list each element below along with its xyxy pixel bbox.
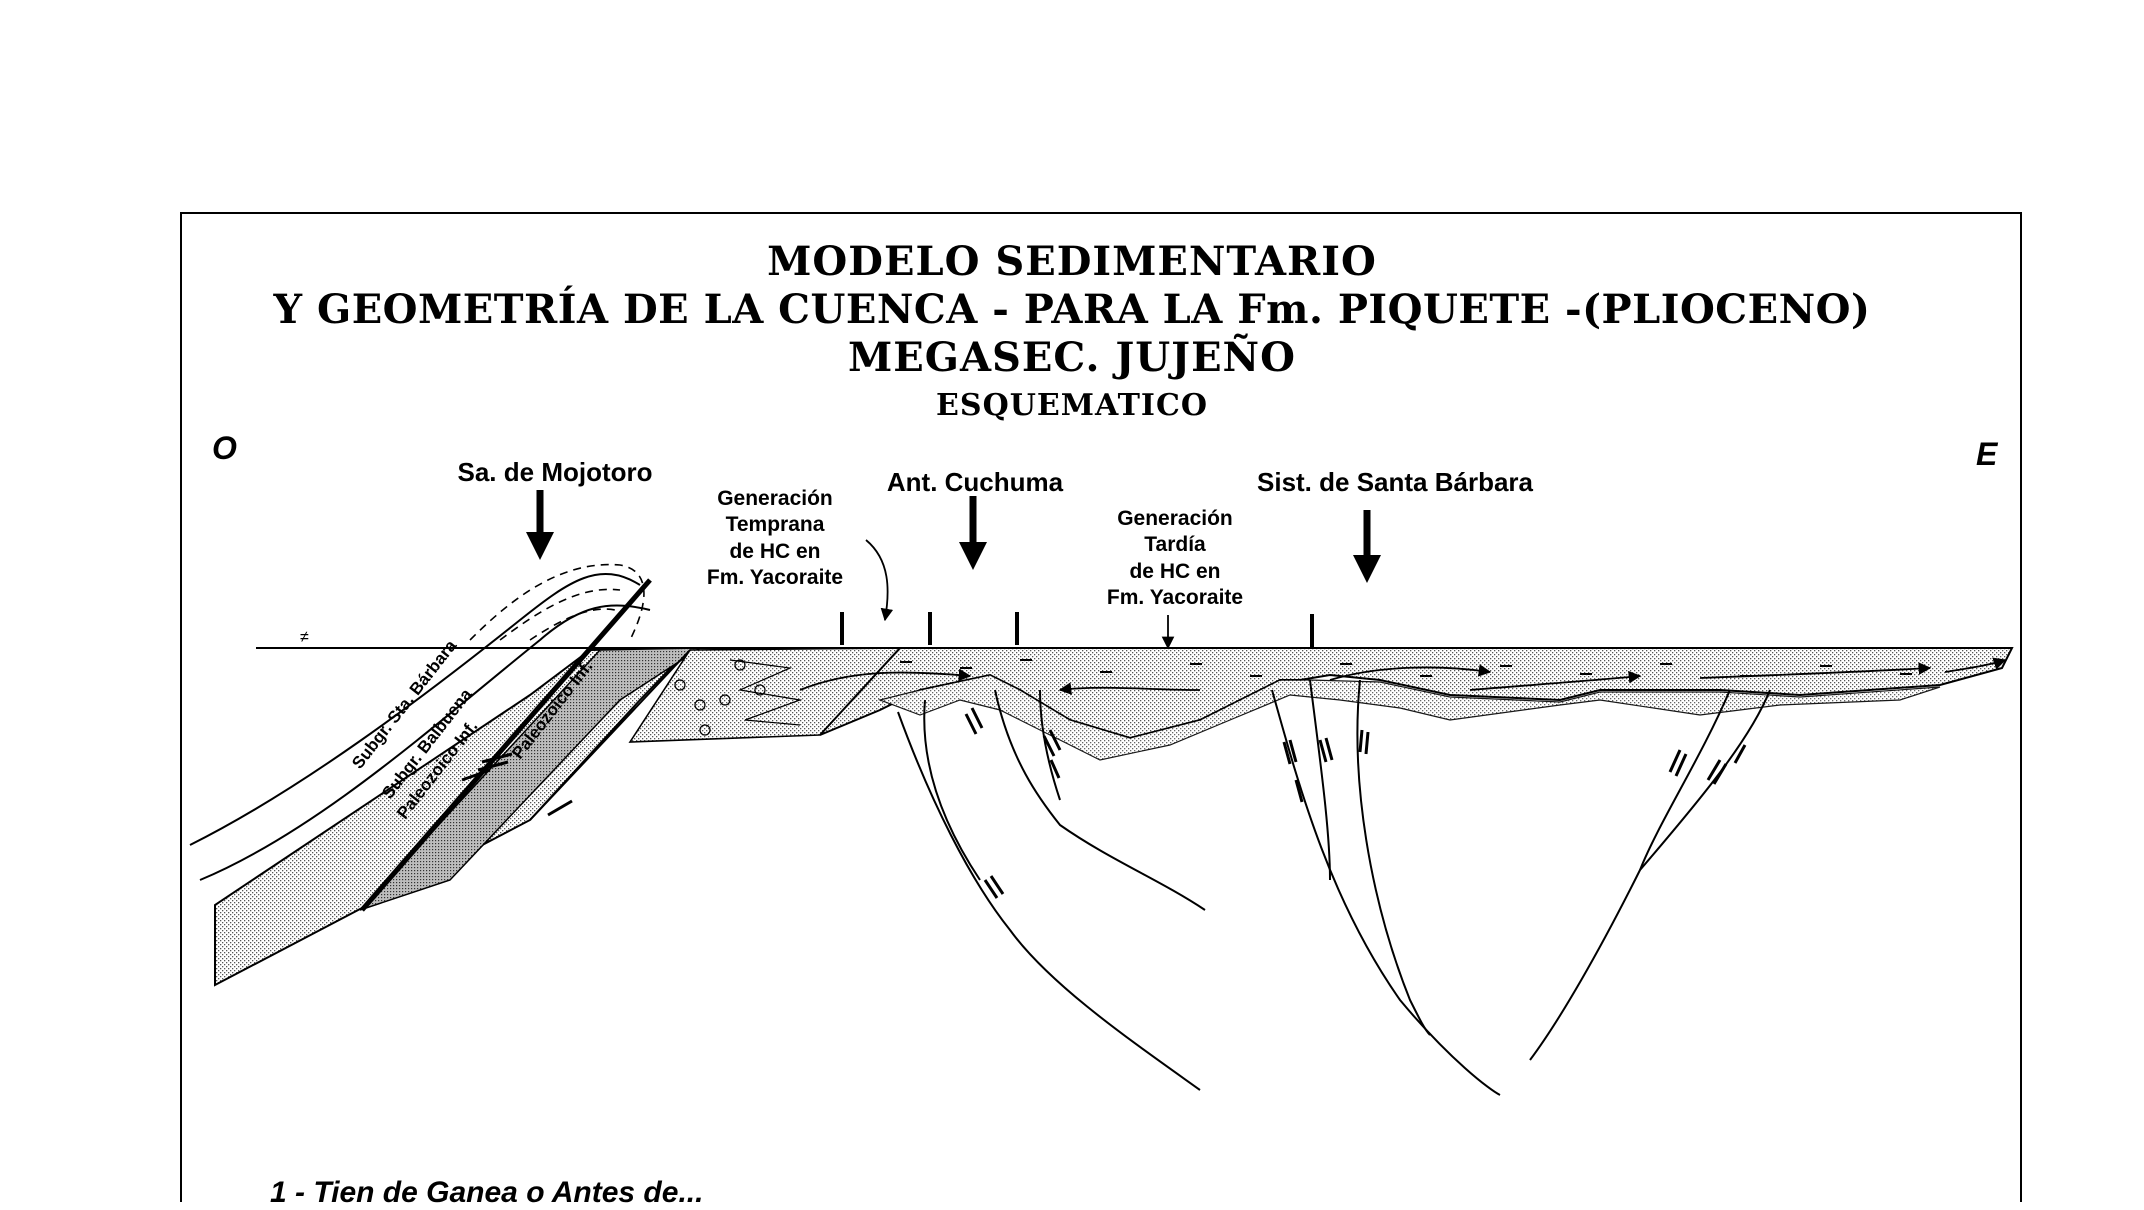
footer-text: 1 - Tien de Ganea o Antes de... [270,1176,704,1209]
well-ticks [840,612,1314,647]
title-line-4: ESQUEMATICO [936,388,1208,423]
title-line-2: Y GEOMETRÍA DE LA CUENCA - PARA LA Fm. P… [273,286,1871,333]
datum-mark: ≠ [300,629,309,646]
cuchuma-faults [897,689,1206,1091]
location-arrows [526,490,1381,583]
diagram-frame [180,212,2022,1202]
mojotoro-dashed-3 [529,608,616,641]
title-line-1: MODELO SEDIMENTARIO [767,238,1377,285]
hc-pointers [865,539,1175,650]
conglomerate-marks [674,659,803,736]
basin-fill-lower [877,674,1941,761]
label-mojotoro: Sa. de Mojotoro [457,457,653,487]
mojotoro-fault-2 [529,649,691,821]
label-late-generation: Generación Tardía de HC en Fm. Yacoraite [1106,507,1244,609]
west-label: O [212,430,237,466]
label-cuchuma: Ant. Cuchuma [886,467,1064,497]
mojotoro-dashed-2 [499,588,621,641]
flow-arrows [799,657,2007,695]
fault-motion-marks [461,707,1747,899]
mojotoro-dashed-1 [469,563,645,641]
east-label: E [1976,436,1998,472]
label-early-generation: Generación Temprana de HC en Fm. Yacorai… [706,487,844,589]
mojotoro-thrust [360,578,652,912]
santa-barbara-faults [1271,679,1771,1096]
mojotoro-paleozoic-band [359,647,703,911]
title-line-3: MEGASEC. JUJEÑO [848,334,1296,381]
label-santa-barbara: Sist. de Santa Bárbara [1257,467,1533,497]
mojotoro-curve-1 [189,572,641,846]
mojotoro-curve-2 [199,604,651,881]
